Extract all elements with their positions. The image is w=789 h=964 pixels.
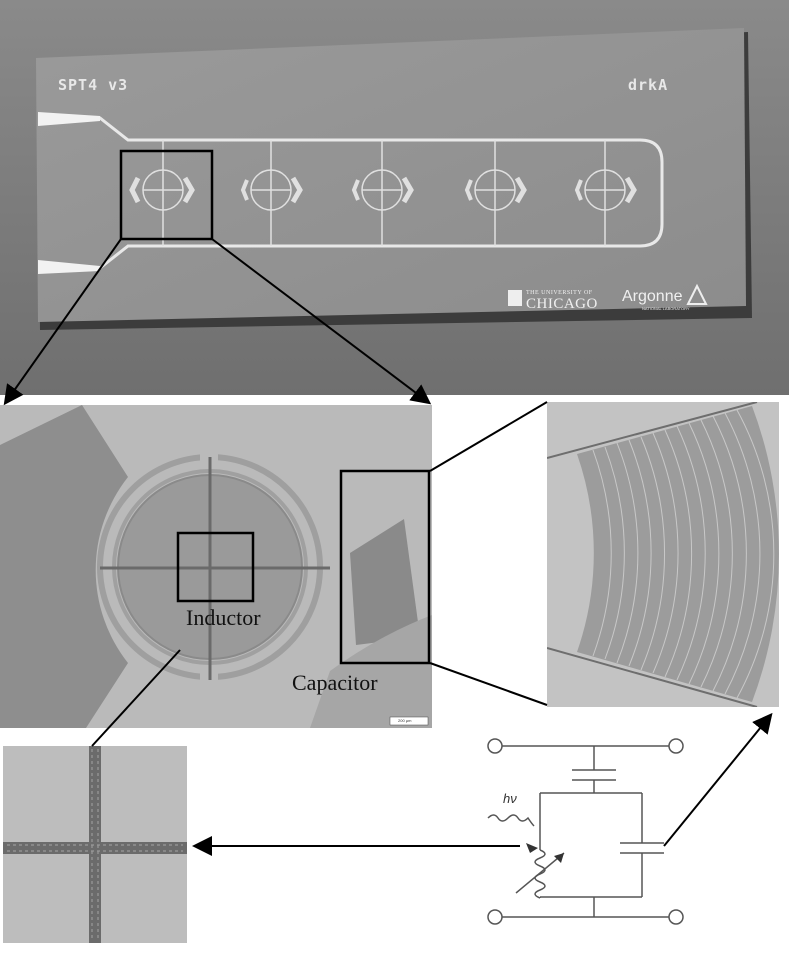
uchicago-shield-icon xyxy=(508,290,522,306)
inductor-zoom-box xyxy=(176,531,255,603)
port-top-left-icon xyxy=(487,738,503,754)
photon-wave-icon xyxy=(487,814,535,827)
arrow-chip-to-micro-right xyxy=(211,238,432,405)
cap-zoom-line-top xyxy=(429,401,548,472)
cap-zoom-line-bottom xyxy=(429,662,548,706)
inductor-zoom-svg xyxy=(3,746,187,943)
idc-fingers xyxy=(592,409,775,699)
chip-variant-label: drkA xyxy=(628,76,669,94)
chip-photo: SPT4 v3 drkA THE UNIVERSITY OF CHICAGO A… xyxy=(0,0,789,395)
resonator-highlight-box xyxy=(119,149,214,241)
resonator-4 xyxy=(464,140,527,246)
resonator-3 xyxy=(351,140,414,246)
scale-bar xyxy=(389,716,429,726)
feedline-port-bottom xyxy=(38,260,100,274)
port-top-right-icon xyxy=(668,738,684,754)
capacitor-zoom-box xyxy=(339,469,431,665)
lumped-element-schematic xyxy=(487,738,684,925)
uchicago-small-text: THE UNIVERSITY OF xyxy=(526,290,593,296)
arrow-schematic-to-capacitor xyxy=(663,712,773,847)
inductor-label: Inductor xyxy=(186,605,261,630)
resonator-5 xyxy=(574,140,637,246)
ind-zoom-line xyxy=(91,649,181,747)
inductor-zoom-image xyxy=(3,746,187,943)
arrow-chip-to-micro-left xyxy=(3,238,122,406)
uchicago-logo-text: CHICAGO xyxy=(526,296,598,312)
port-bottom-right-icon xyxy=(668,909,684,925)
capacitor-zoom-image xyxy=(546,401,779,708)
argonne-triangle-icon xyxy=(686,283,708,305)
resonator-micrograph: Inductor Capacitor 200 µm xyxy=(0,405,432,728)
meander-pattern xyxy=(7,749,183,940)
chip-body xyxy=(36,28,746,322)
capacitor-zoom-svg xyxy=(546,401,779,708)
resonator-micrograph-svg xyxy=(0,405,432,728)
resonator-2 xyxy=(240,140,303,246)
chip-model-label: SPT4 v3 xyxy=(58,76,129,94)
scale-bar-label: 200 µm xyxy=(398,718,412,723)
feedline xyxy=(40,116,664,270)
feedline-port-top xyxy=(38,112,100,126)
photon-label: hν xyxy=(503,791,517,806)
coupling-capacitor-arc xyxy=(0,405,128,728)
idc-capacitor-wedge xyxy=(350,519,420,645)
variable-inductor-arrowhead xyxy=(554,853,564,863)
capacitor-label: Capacitor xyxy=(292,670,378,695)
argonne-small-text: NATIONAL LABORATORY xyxy=(642,306,690,311)
argonne-logo-text: Argonne xyxy=(622,288,683,305)
chip-photo-svg xyxy=(0,0,789,395)
port-bottom-left-icon xyxy=(487,909,503,925)
